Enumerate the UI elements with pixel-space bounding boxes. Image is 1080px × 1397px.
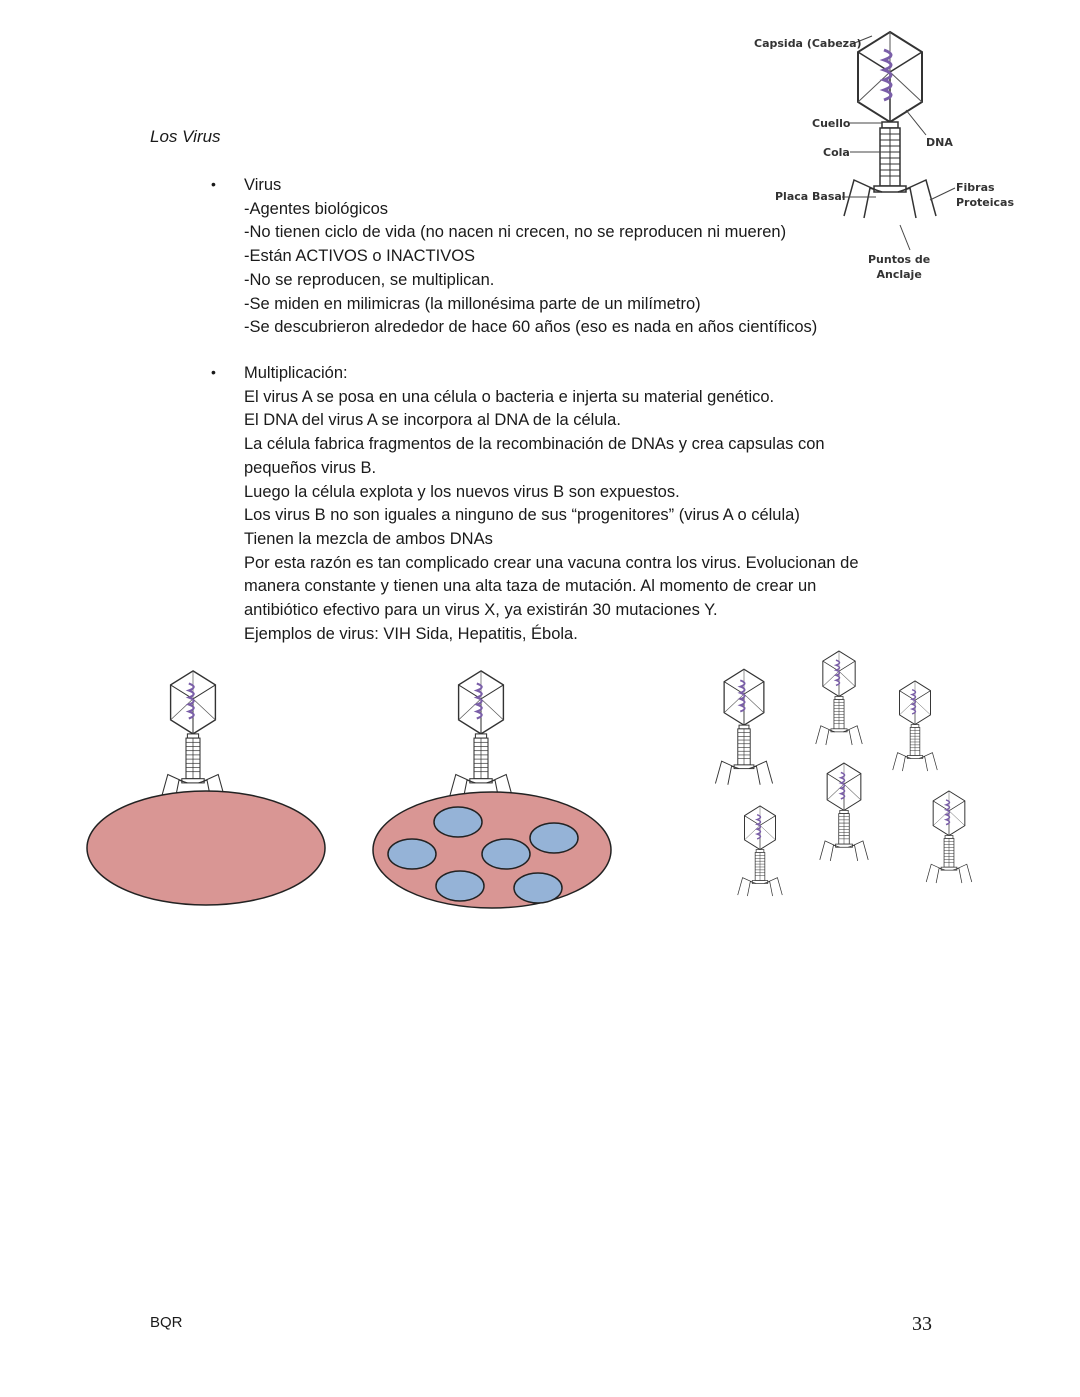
new-virus-capsule <box>481 838 531 870</box>
page-number: 33 <box>912 1313 932 1335</box>
footer-author: BQR <box>150 1314 183 1331</box>
released-virus <box>920 790 978 884</box>
phage-infecting-cell-2 <box>446 666 516 806</box>
virus-fact-line: -Agentes biológicos <box>244 199 389 218</box>
label-fibers: Fibras Proteicas <box>956 180 1014 210</box>
released-virus <box>813 762 875 862</box>
multiplication-line: La célula fabrica fragmentos de la recom… <box>244 435 825 454</box>
new-virus-capsule <box>387 838 437 870</box>
released-virus <box>731 805 789 897</box>
multiplication-paragraph: Multiplicación: El virus A se posa en un… <box>244 362 859 646</box>
label-anchor-points: Puntos de Anclaje <box>868 252 930 282</box>
multiplication-line: antibiótico efectivo para un virus X, ya… <box>244 601 718 620</box>
bullet-marker-1: • <box>211 176 216 192</box>
label-fibers-line: Fibras <box>956 181 995 194</box>
multiplication-line: El virus A se posa en una célula o bacte… <box>244 387 775 406</box>
virus-fact-line: -Se miden en milimicras (la millonésima … <box>244 294 701 313</box>
new-virus-capsule <box>513 872 563 904</box>
label-neck: Cuello <box>812 117 851 130</box>
host-cell-intact <box>86 790 326 906</box>
label-capsid: Capsida (Cabeza) <box>754 37 862 50</box>
multiplication-line: Ejemplos de virus: VIH Sida, Hepatitis, … <box>244 624 578 643</box>
released-virus <box>886 680 944 772</box>
virus-fact-line: -No tienen ciclo de vida (no nacen ni cr… <box>244 223 787 242</box>
virus-fact-line: -Se descubrieron alrededor de hace 60 añ… <box>244 318 818 337</box>
label-fibers-line: Proteicas <box>956 196 1015 209</box>
virus-facts-list: Virus -Agentes biológicos -No tienen cic… <box>244 174 817 340</box>
multiplication-line: Luego la célula explota y los nuevos vir… <box>244 482 680 501</box>
new-virus-capsule <box>433 806 483 838</box>
multiplication-line: Los virus B no son iguales a ninguno de … <box>244 506 800 525</box>
virus-fact-line: -No se reproducen, se multiplican. <box>244 270 495 289</box>
new-virus-capsule <box>529 822 579 854</box>
label-base-plate: Placa Basal <box>775 190 846 203</box>
label-anchor-line: Anclaje <box>876 268 922 281</box>
bullet-marker-2: • <box>211 364 216 380</box>
multiplication-line: manera constante y tienen una alta taza … <box>244 577 817 596</box>
multiplication-line: Tienen la mezcla de ambos DNAs <box>244 529 493 548</box>
released-virus <box>808 650 870 746</box>
multiplication-line: pequeños virus B. <box>244 458 377 477</box>
label-dna: DNA <box>926 136 953 149</box>
new-virus-capsule <box>435 870 485 902</box>
phage-infecting-cell-1 <box>158 666 228 806</box>
host-cell-with-capsules <box>372 791 612 909</box>
label-anchor-line: Puntos de <box>868 253 931 266</box>
released-virus <box>705 668 783 786</box>
multiplication-line: Multiplicación: <box>244 364 348 382</box>
virus-fact-line: -Están ACTIVOS o INACTIVOS <box>244 247 476 266</box>
diagram-leader-lines <box>842 35 956 251</box>
section-title: Los Virus <box>150 127 221 146</box>
multiplication-line: Por esta razón es tan complicado crear u… <box>244 553 859 572</box>
multiplication-line: El DNA del virus A se incorpora al DNA d… <box>244 411 621 430</box>
virus-fact-line: Virus <box>244 176 282 194</box>
label-tail: Cola <box>823 146 850 159</box>
